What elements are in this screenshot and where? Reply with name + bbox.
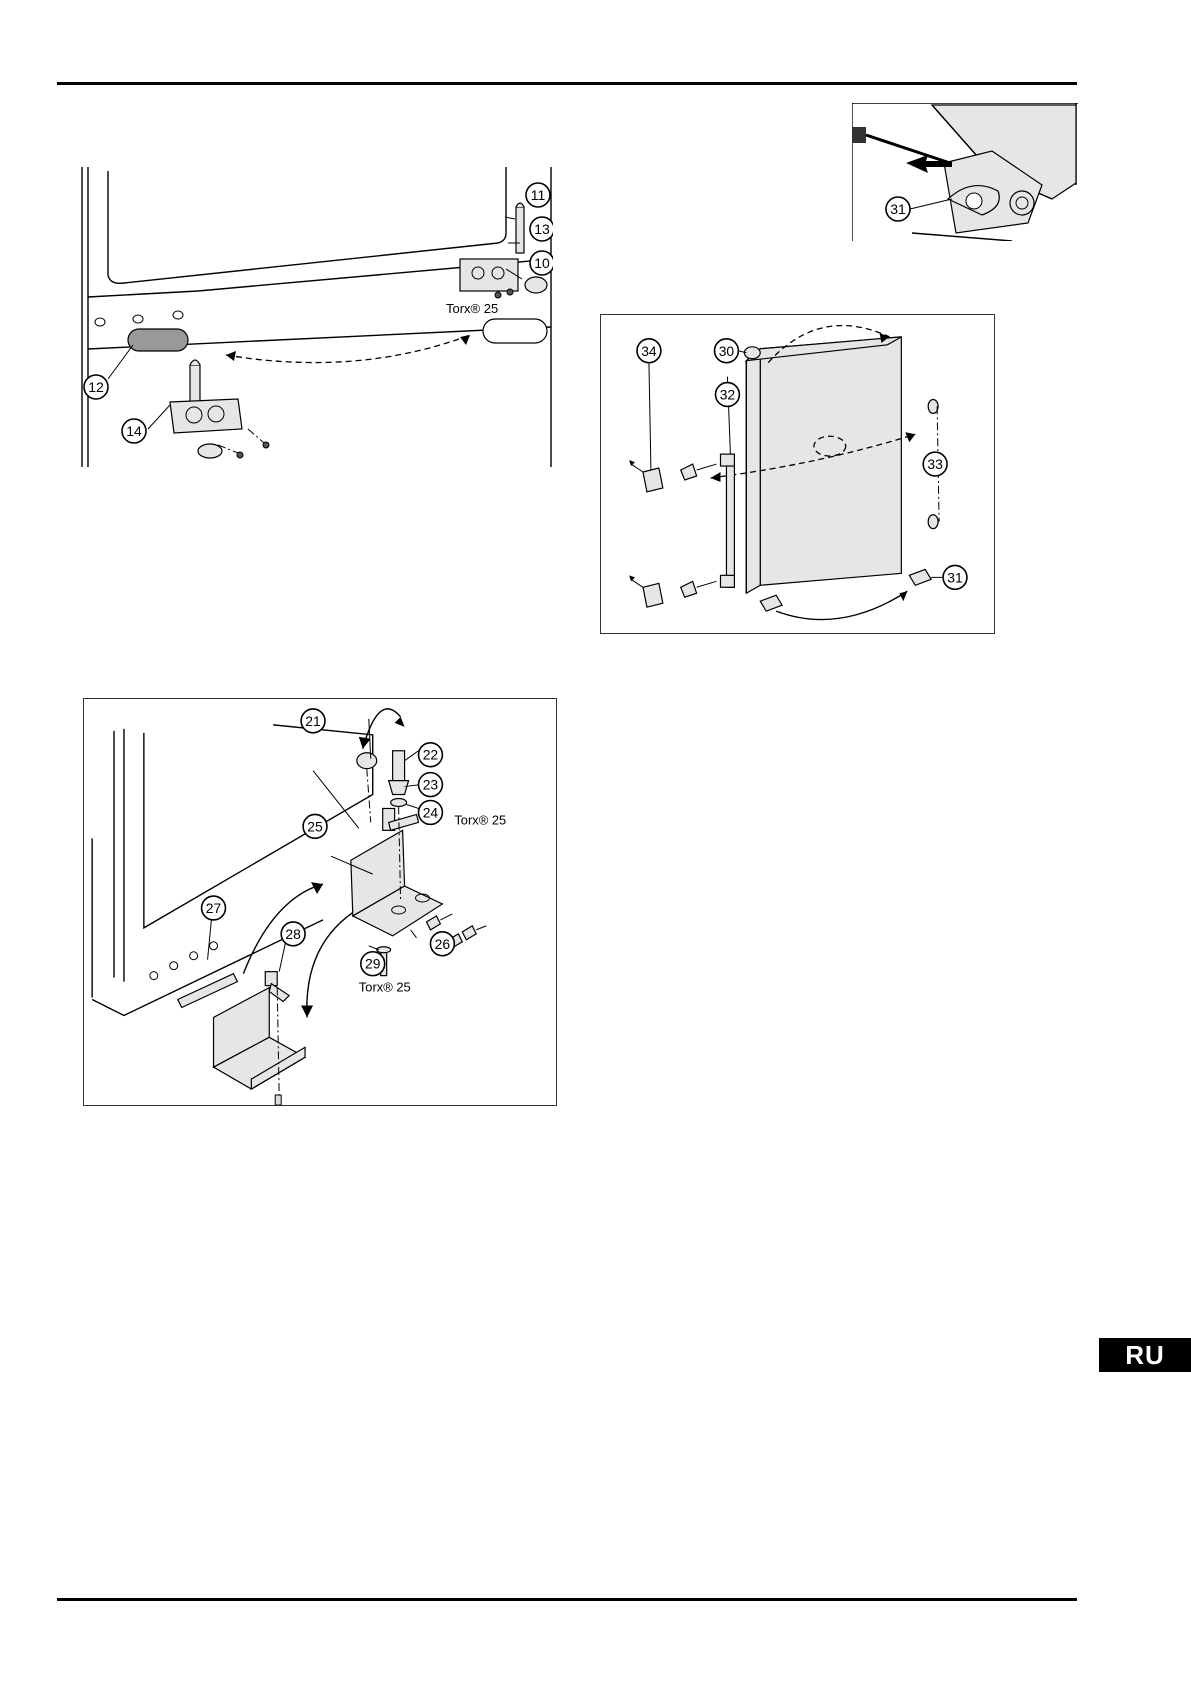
svg-text:30: 30 bbox=[719, 343, 735, 359]
svg-text:10: 10 bbox=[534, 255, 550, 271]
figure-top-hinge-fridge: Torx® 25 11 13 10 12 14 bbox=[78, 167, 553, 467]
callout-27: 27 bbox=[200, 895, 227, 921]
callout-33: 33 bbox=[922, 451, 948, 477]
language-badge: RU bbox=[1099, 1338, 1191, 1372]
svg-text:14: 14 bbox=[126, 423, 142, 439]
callout-10: 10 bbox=[529, 250, 553, 276]
torx-label-top: Torx® 25 bbox=[446, 301, 498, 316]
torx-label-upper: Torx® 25 bbox=[454, 812, 506, 827]
bottom-rule bbox=[57, 1598, 1077, 1601]
callout-34: 34 bbox=[636, 338, 662, 364]
callout-28: 28 bbox=[280, 921, 306, 947]
svg-text:25: 25 bbox=[307, 818, 323, 834]
figure-screwdriver-removal: 31 bbox=[852, 103, 1078, 241]
svg-text:32: 32 bbox=[720, 387, 736, 403]
callout-21: 21 bbox=[300, 708, 326, 734]
svg-text:12: 12 bbox=[88, 379, 104, 395]
callout-14: 14 bbox=[121, 418, 147, 444]
svg-text:29: 29 bbox=[365, 956, 381, 972]
callout-30: 30 bbox=[713, 338, 740, 364]
figure-door-reversal: 34 30 32 33 31 bbox=[600, 314, 995, 634]
callout-26: 26 bbox=[429, 931, 456, 957]
callout-11: 11 bbox=[525, 182, 551, 208]
callout-12: 12 bbox=[83, 374, 109, 400]
callout-24: 24 bbox=[417, 799, 444, 826]
callout-31-door: 31 bbox=[942, 564, 968, 591]
callout-23: 23 bbox=[417, 771, 444, 798]
svg-text:33: 33 bbox=[927, 456, 943, 472]
svg-text:26: 26 bbox=[435, 936, 451, 952]
callout-25: 25 bbox=[302, 813, 328, 840]
callout-32: 32 bbox=[714, 381, 741, 408]
top-rule bbox=[57, 82, 1077, 85]
svg-text:23: 23 bbox=[423, 777, 439, 793]
callout-31-top: 31 bbox=[885, 196, 911, 222]
svg-text:31: 31 bbox=[890, 201, 906, 217]
callout-13: 13 bbox=[529, 216, 553, 242]
svg-text:22: 22 bbox=[423, 747, 439, 763]
svg-text:11: 11 bbox=[531, 187, 546, 203]
svg-text:31: 31 bbox=[947, 569, 963, 585]
svg-text:13: 13 bbox=[534, 221, 550, 237]
svg-text:27: 27 bbox=[206, 900, 222, 916]
callout-29: 29 bbox=[360, 950, 386, 977]
svg-text:34: 34 bbox=[641, 343, 657, 359]
figure-bottom-hinge: Torx® 25 Torx® 25 21 22 23 24 25 27 28 2… bbox=[83, 698, 557, 1106]
svg-text:28: 28 bbox=[285, 926, 301, 942]
torx-label-lower: Torx® 25 bbox=[359, 980, 411, 995]
svg-text:24: 24 bbox=[423, 804, 439, 820]
callout-22: 22 bbox=[417, 741, 444, 768]
svg-text:21: 21 bbox=[305, 713, 321, 729]
